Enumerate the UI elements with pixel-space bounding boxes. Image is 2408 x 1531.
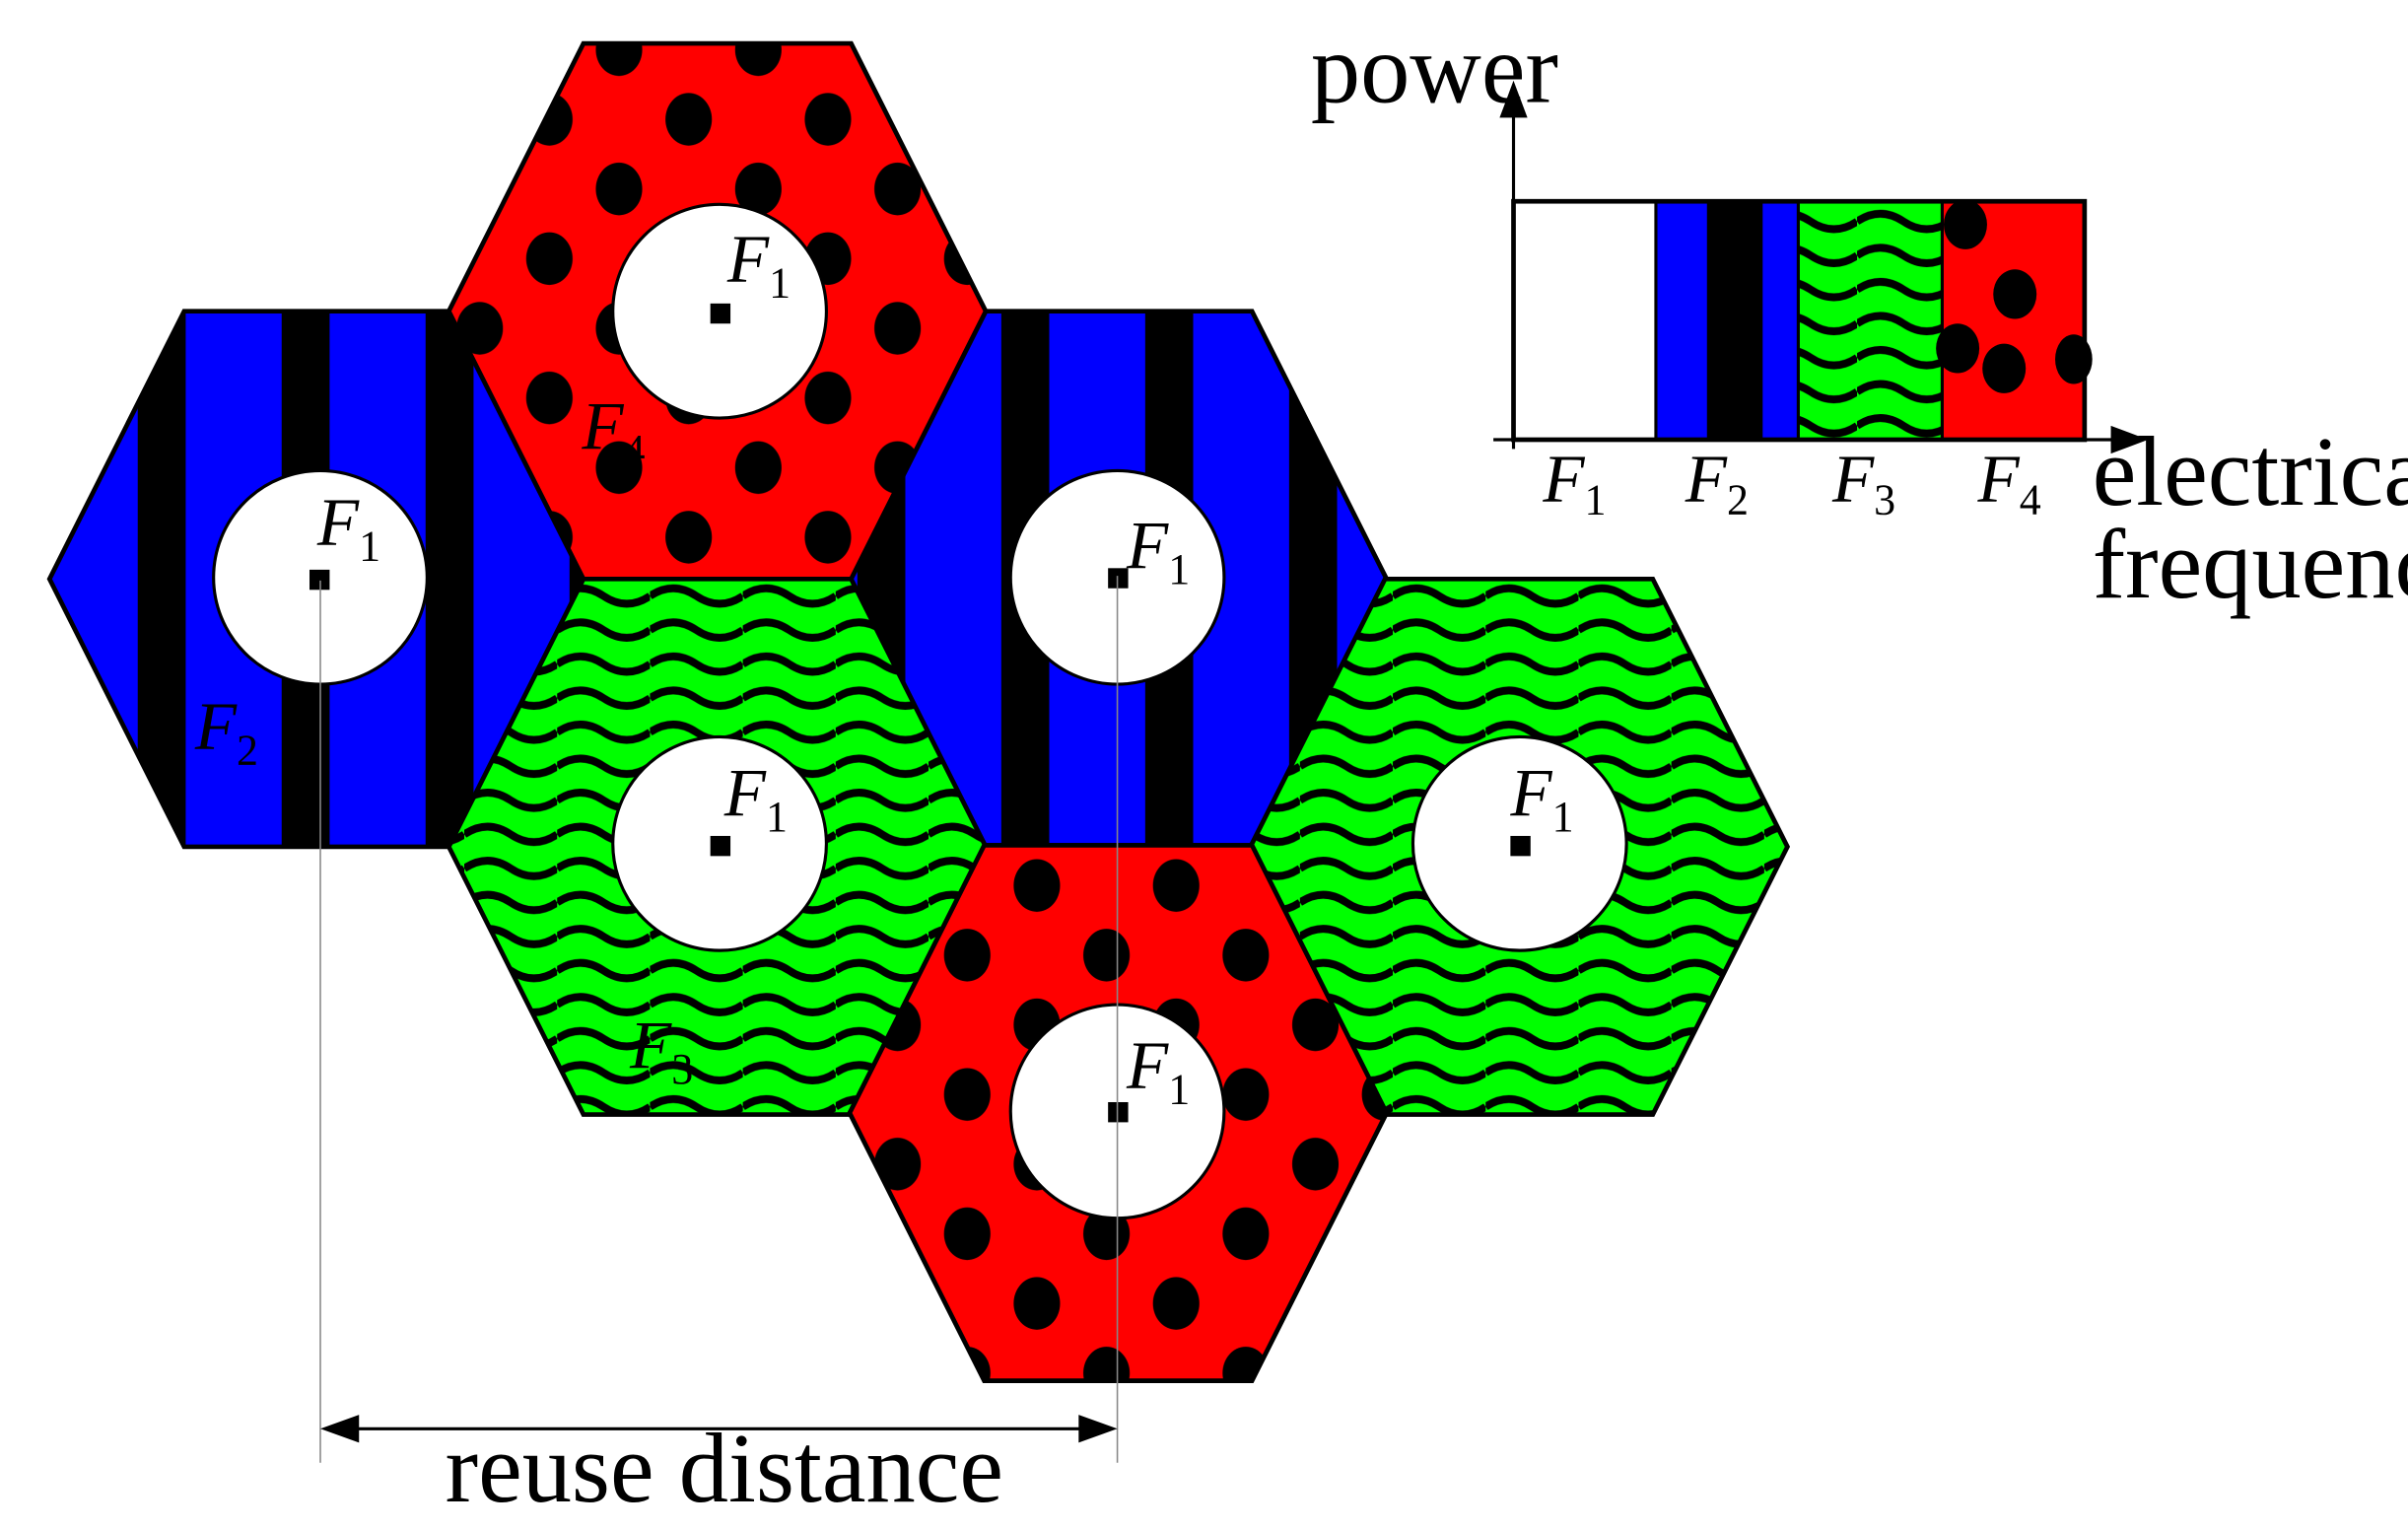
frequency-axis-label-line1: electrical [2093,416,2408,526]
f4-cell-label: F4 [581,387,645,474]
band-f1 [1513,201,1656,441]
reuse-arrow-left-head [320,1415,360,1443]
f2-cell-label: F2 [194,688,258,775]
band-f4-dot [1993,269,2037,319]
band-label-f1: F1 [1542,441,1606,524]
base-station-square [1510,835,1531,857]
f1-label: F1 [1126,507,1190,593]
band-f4-dot [1943,199,1987,249]
f1-label: F1 [316,484,380,571]
power-axis-arrowhead [1499,80,1528,118]
reuse-arrow-right-head [1078,1415,1118,1443]
band-f2-stripe [1706,201,1763,441]
base-station-square [310,569,330,591]
band-label-f4: F4 [1977,441,2041,524]
band-label-f3: F3 [1831,441,1895,524]
reuse-distance-indicator: reuse distance [319,576,1119,1523]
frequency-axis-label-line2: frequency [2093,509,2408,619]
f1-label: F1 [726,221,791,308]
band-f4-dot [1936,323,1980,374]
f1-labels: F1 F1 F1 F1 F1 F1 [316,221,1574,1114]
f1-label: F1 [1509,755,1573,842]
band-f4-dot [1982,343,2027,393]
reuse-distance-label: reuse distance [446,1413,1003,1523]
power-axis-label: power [1311,14,1558,124]
base-station-square [710,835,731,857]
f1-center-circles [212,202,1628,1220]
f1-label: F1 [1126,1027,1190,1114]
f1-label: F1 [723,755,788,842]
f3-cell-label: F3 [629,1007,693,1093]
band-f3 [1798,201,1943,441]
base-station-square [710,303,731,324]
cell-band-labels: F2 F4 F3 [194,387,693,1093]
frequency-axis-arrowhead [2110,425,2149,454]
band-label-f2: F2 [1685,441,1749,524]
spectrum-chart: power electrical frequency F1 F2 F3 F4 [1311,14,2408,619]
